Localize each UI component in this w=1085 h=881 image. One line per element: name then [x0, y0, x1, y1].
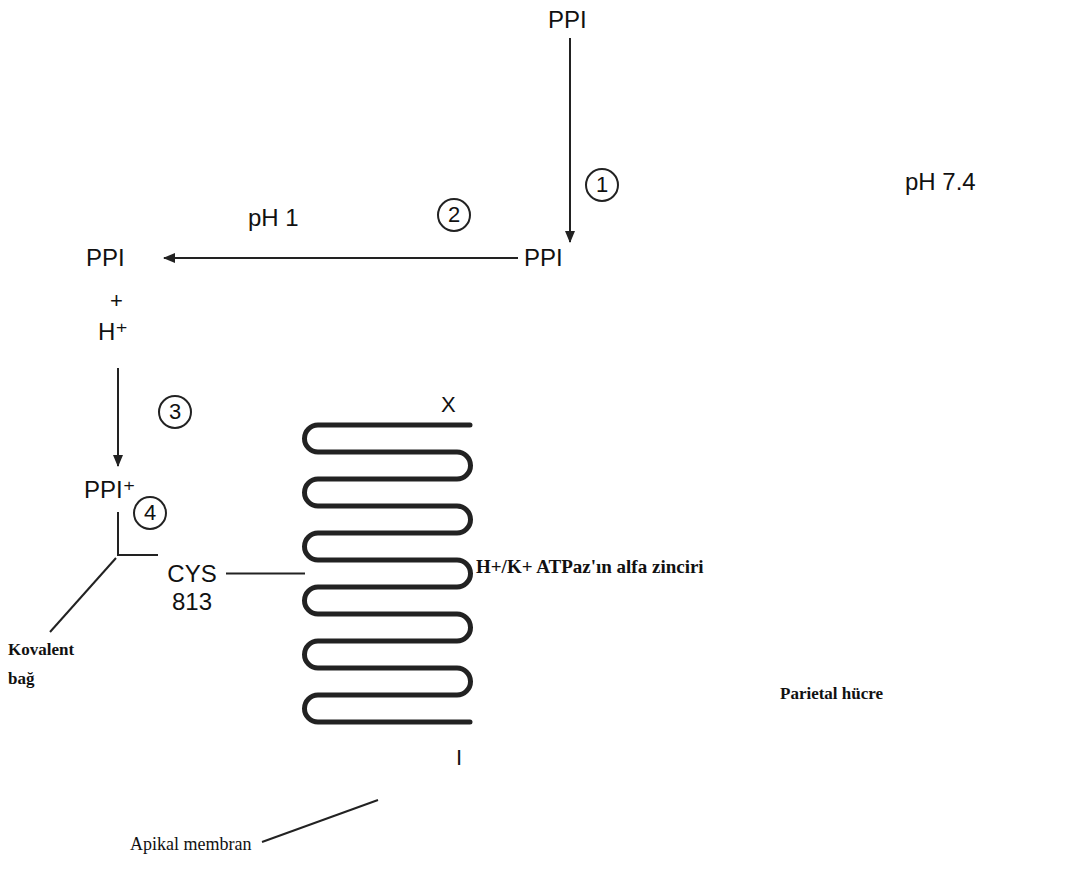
membrane-label: Apikal membran	[130, 834, 251, 855]
callout-number: 3	[169, 401, 181, 423]
ph-value: pH 7.4	[905, 168, 976, 196]
cell-name: Parietal hücre	[780, 684, 883, 704]
chain-end-label: X	[441, 392, 456, 417]
parietal-cell: pH 7.4Parietal hücre 1 2	[372, 104, 1083, 857]
flow-arrows	[50, 38, 570, 842]
callout-number: 2	[448, 204, 460, 226]
callout-number: 1	[596, 174, 608, 196]
drug-label: PPI	[548, 6, 587, 34]
cysteine-label: CYS 813	[160, 560, 224, 615]
bond-label: Kovalent bağ	[8, 636, 98, 694]
activated-drug-label: PPI⁺	[84, 476, 135, 504]
plus-sign: +	[110, 288, 123, 313]
drug-label: PPI	[524, 244, 563, 272]
callout-number: 4	[144, 502, 156, 524]
drug-label: PPI	[86, 244, 125, 272]
callout-circle: 1	[585, 168, 619, 202]
callout-circle: 2	[437, 198, 471, 232]
callout-circle: 3	[158, 395, 192, 429]
proton-label: H⁺	[98, 318, 128, 346]
callout-circle: 4	[133, 496, 167, 530]
cell-outline	[372, 104, 1083, 857]
protein-label: H+/K+ ATPaz'ın alfa zinciri	[476, 556, 704, 578]
chain-end-label: I	[456, 745, 462, 770]
atpase-alpha-chain	[305, 425, 471, 722]
ph-label: pH 1	[248, 204, 299, 232]
